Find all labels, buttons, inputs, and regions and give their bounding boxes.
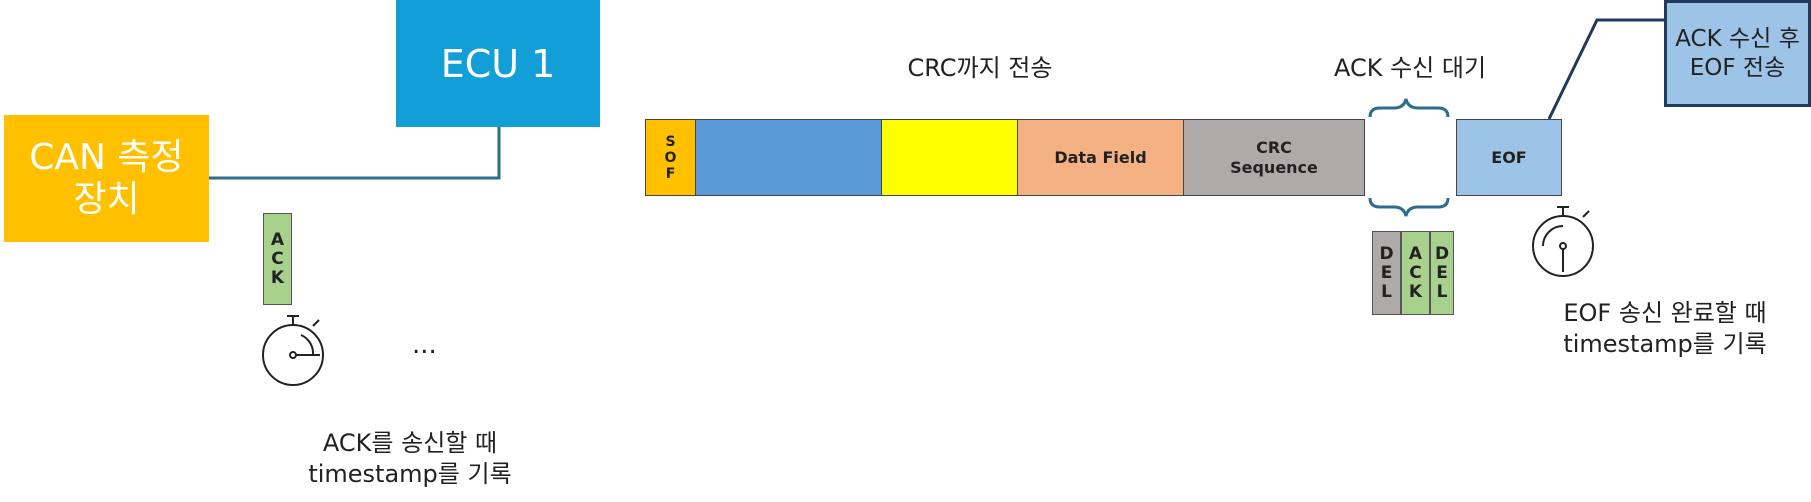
- right-caption-line1: EOF 송신 완료할 때: [1563, 299, 1767, 327]
- left-caption: ACK를 송신할 때 timestamp를 기록: [300, 428, 520, 490]
- eof-field: EOF: [1456, 119, 1562, 196]
- right-caption-line2: timestamp를 기록: [1563, 330, 1767, 358]
- can-device-label-line1: CAN 측정: [29, 136, 184, 178]
- crc-sequence-field: CRC Sequence: [1183, 119, 1365, 196]
- ack-delimiter-block: D E L: [1430, 231, 1454, 315]
- crc-label-line2: Sequence: [1230, 157, 1318, 177]
- ack-letter: A: [1408, 243, 1423, 264]
- del-letter: E: [1380, 262, 1393, 283]
- ack-letter: A: [270, 229, 285, 250]
- ack-letter: K: [1408, 281, 1423, 302]
- sof-letter: F: [665, 165, 676, 182]
- sof-letter: O: [664, 149, 677, 166]
- left-caption-line1: ACK를 송신할 때: [322, 429, 498, 457]
- ack-letter: C: [271, 248, 284, 269]
- ecu-connector-line: [209, 127, 501, 180]
- crc-delimiter-block: D E L: [1372, 231, 1401, 315]
- arbitration-field: [695, 119, 882, 196]
- data-field: Data Field: [1017, 119, 1184, 196]
- stopwatch-icon: [1532, 206, 1594, 277]
- frame-title: CRC까지 전송: [907, 54, 1053, 82]
- crc-label-line1: CRC: [1256, 137, 1292, 157]
- brace-icon: [1368, 98, 1450, 118]
- ack-letter: C: [1409, 262, 1422, 283]
- eof-callout-box: ACK 수신 후 EOF 전송: [1664, 0, 1811, 107]
- del-letter: D: [1434, 243, 1450, 264]
- data-field-label: Data Field: [1054, 148, 1147, 167]
- callout-line2: EOF 전송: [1689, 54, 1786, 81]
- ecu-label: ECU 1: [440, 41, 556, 86]
- callout-connector-line: [1547, 18, 1664, 120]
- right-caption: EOF 송신 완료할 때 timestamp를 기록: [1540, 298, 1790, 360]
- ack-slot-block: A C K: [1401, 231, 1430, 315]
- del-letter: D: [1379, 243, 1394, 264]
- can-measurement-device: CAN 측정 장치: [4, 115, 209, 242]
- del-letter: L: [1436, 281, 1448, 302]
- ack-letter: K: [270, 267, 285, 288]
- del-letter: E: [1436, 262, 1448, 283]
- ellipsis: ...: [412, 330, 437, 360]
- sof-field: S O F: [645, 119, 696, 196]
- sof-letter: S: [665, 133, 676, 150]
- left-caption-line2: timestamp를 기록: [308, 460, 512, 488]
- ack-wait-title: ACK 수신 대기: [1333, 54, 1487, 82]
- del-letter: L: [1381, 281, 1392, 302]
- can-device-label-line2: 장치: [73, 178, 140, 220]
- brace-icon: [1368, 197, 1450, 217]
- stopwatch-icon: [262, 315, 324, 386]
- ecu-1-box: ECU 1: [396, 0, 600, 127]
- eof-label: EOF: [1491, 148, 1527, 167]
- ack-block-left: A C K: [263, 213, 292, 305]
- control-field: [881, 119, 1018, 196]
- callout-line1: ACK 수신 후: [1675, 25, 1800, 52]
